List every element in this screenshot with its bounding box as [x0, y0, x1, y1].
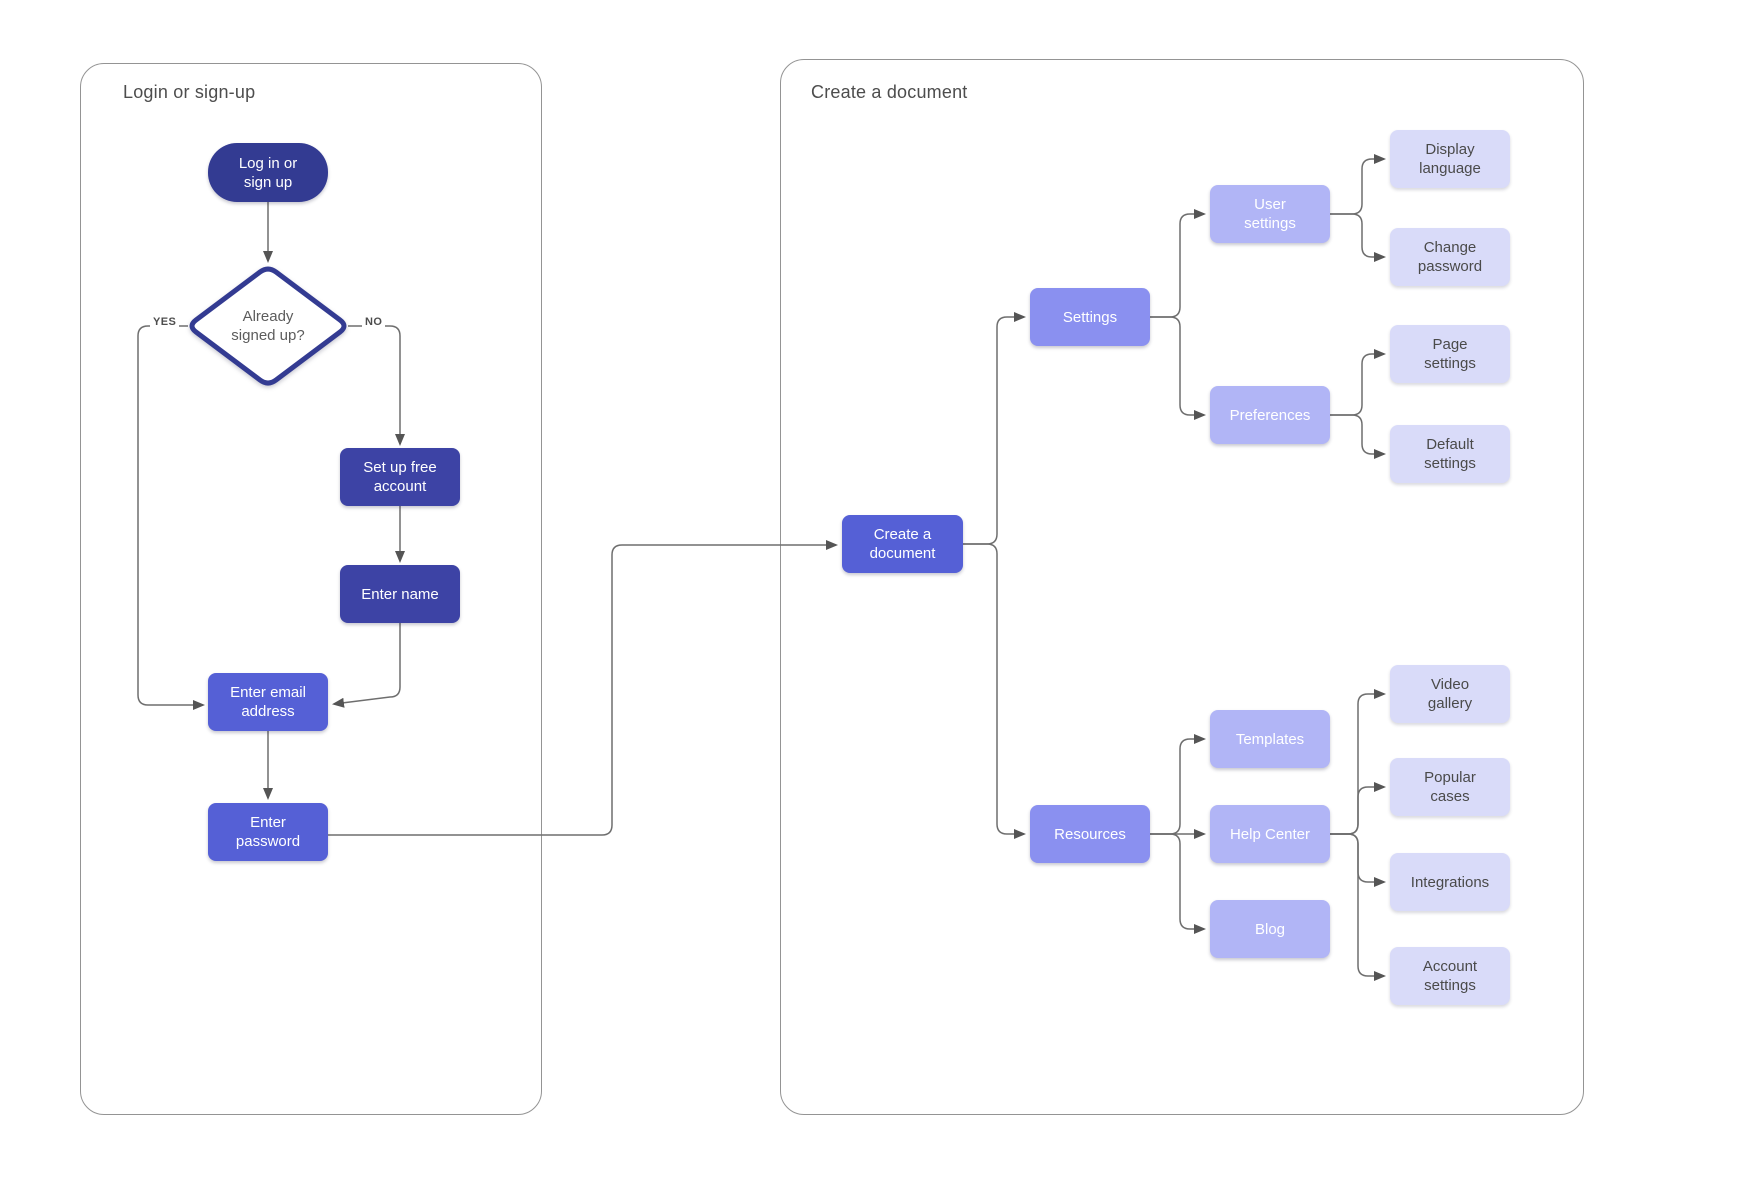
connector-create-document-to-settings[interactable]: [963, 312, 1026, 545]
node-popular-cases[interactable]: Popular cases: [1390, 758, 1510, 816]
node-templates[interactable]: Templates: [1210, 710, 1330, 768]
node-default-settings[interactable]: Default settings: [1390, 425, 1510, 483]
decision-diamond-shape[interactable]: [189, 266, 347, 386]
connector-create-document-to-resources[interactable]: [963, 543, 1026, 839]
connector-help-center-to-account-settings[interactable]: [1330, 833, 1386, 981]
connector-settings-to-preferences[interactable]: [1150, 316, 1206, 420]
connector-preferences-to-page-settings[interactable]: [1330, 349, 1386, 416]
connector-resources-to-templates[interactable]: [1150, 734, 1206, 835]
connector-user-settings-to-change-password[interactable]: [1330, 213, 1386, 262]
node-blog[interactable]: Blog: [1210, 900, 1330, 958]
connector-decision-no-to-setup[interactable]: [348, 325, 405, 446]
connector-preferences-to-default-settings[interactable]: [1330, 414, 1386, 459]
connector-resources-to-blog[interactable]: [1150, 833, 1206, 934]
connector-settings-to-user-settings[interactable]: [1150, 209, 1206, 318]
node-integrations[interactable]: Integrations: [1390, 853, 1510, 911]
connector-enter-password-to-create-document[interactable]: [328, 540, 838, 836]
decision-already-signed-up-label: Already signed up?: [231, 308, 305, 344]
node-user-settings[interactable]: User settings: [1210, 185, 1330, 243]
edge-label-yes: YES: [150, 315, 180, 329]
node-enter-name[interactable]: Enter name: [340, 565, 460, 623]
container-login-title: Login or sign-up: [123, 82, 256, 102]
node-enter-email-address[interactable]: Enter email address: [208, 673, 328, 731]
container-create-a-document[interactable]: Create a document: [780, 59, 1584, 1115]
connector-enter-name-to-enter-email[interactable]: [332, 623, 401, 708]
node-resources[interactable]: Resources: [1030, 805, 1150, 863]
connector-decision-yes-to-enter-email[interactable]: [137, 325, 205, 710]
node-preferences[interactable]: Preferences: [1210, 386, 1330, 444]
edge-label-no: NO: [362, 315, 386, 329]
node-set-up-free-account[interactable]: Set up free account: [340, 448, 460, 506]
node-create-a-document[interactable]: Create a document: [842, 515, 963, 573]
connector-user-settings-to-display-language[interactable]: [1330, 154, 1386, 215]
node-change-password[interactable]: Change password: [1390, 228, 1510, 286]
node-settings[interactable]: Settings: [1030, 288, 1150, 346]
container-login-or-sign-up[interactable]: Login or sign-up: [80, 63, 542, 1115]
connector-help-center-to-popular-cases[interactable]: [1330, 782, 1386, 835]
node-log-in-or-sign-up[interactable]: Log in or sign up: [208, 143, 328, 202]
node-enter-password[interactable]: Enter password: [208, 803, 328, 861]
connector-help-center-to-video-gallery[interactable]: [1330, 689, 1386, 835]
node-help-center[interactable]: Help Center: [1210, 805, 1330, 863]
node-account-settings[interactable]: Account settings: [1390, 947, 1510, 1005]
node-page-settings[interactable]: Page settings: [1390, 325, 1510, 383]
container-create-title: Create a document: [811, 82, 968, 102]
node-display-language[interactable]: Display language: [1390, 130, 1510, 188]
node-video-gallery[interactable]: Video gallery: [1390, 665, 1510, 723]
